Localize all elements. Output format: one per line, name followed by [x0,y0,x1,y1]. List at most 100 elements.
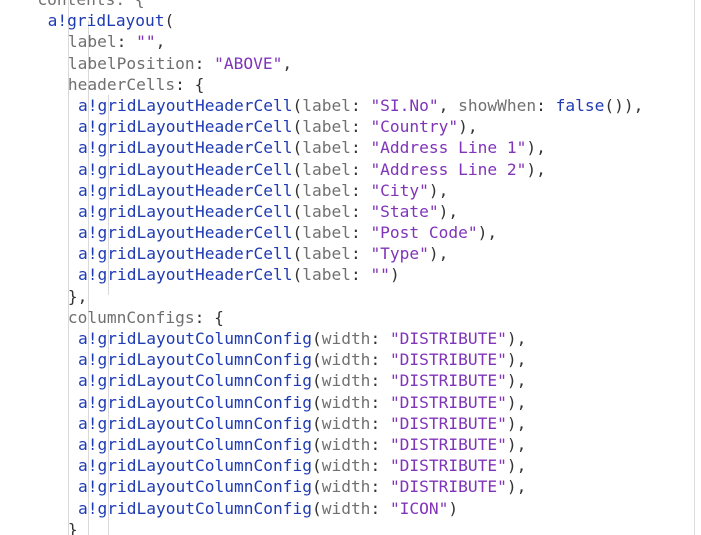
code-token: : { [194,307,224,327]
code-token: ), [526,138,546,158]
code-token: "Country" [370,117,459,137]
code-token: ( [292,265,303,285]
code-token: ( [311,392,322,412]
code-token: ( [311,329,322,348]
code-line[interactable]: a!gridLayoutColumnConfig(width: "DISTRIB… [0,413,643,434]
code-token: "DISTRIBUTE" [389,371,507,391]
code-token: ( [292,95,303,115]
code-token: , [282,53,293,73]
code-token: ), [506,413,527,433]
code-token: label [302,159,351,179]
code-line[interactable]: headerCells: { [0,74,643,95]
code-token: ( [311,477,322,497]
code-token: ), [506,350,527,370]
code-line[interactable]: a!gridLayoutHeaderCell(label: "") [0,264,643,285]
code-line[interactable]: a!gridLayoutHeaderCell(label: "City"), [0,180,643,201]
code-line[interactable]: a!gridLayoutHeaderCell(label: "Country")… [0,116,643,137]
code-line[interactable]: } [0,519,643,535]
code-line[interactable]: a!gridLayoutColumnConfig(width: "DISTRIB… [0,455,643,476]
code-token: "Post Code" [370,223,478,243]
code-token: ), [506,392,527,412]
code-line[interactable]: a!gridLayout( [0,10,643,31]
indent-guide [68,0,69,535]
code-line[interactable]: a!gridLayoutColumnConfig(width: "DISTRIB… [0,349,643,370]
code-line[interactable]: a!gridLayoutHeaderCell(label: "Post Code… [0,222,643,243]
code-token: width [321,329,371,348]
code-line[interactable]: label: "", [0,31,643,52]
code-token: : [350,201,371,221]
code-line[interactable]: }, [0,286,643,307]
code-token: ) [448,498,459,518]
code-token: label [302,180,351,200]
code-line[interactable]: a!gridLayoutColumnConfig(width: "ICON") [0,498,643,519]
code-line[interactable]: a!gridLayoutHeaderCell(label: "Address L… [0,159,643,180]
code-token: width [321,392,371,412]
code-line[interactable]: a!gridLayoutHeaderCell(label: "Type"), [0,243,643,264]
code-token: : [536,95,556,115]
code-token: ), [506,434,527,454]
code-token: "" [370,265,390,285]
code-token: width [321,371,371,391]
code-token: "DISTRIBUTE" [389,434,507,454]
code-token: : [350,244,371,264]
code-token: ), [438,201,459,221]
code-token: ), [428,180,449,200]
code-line[interactable]: a!gridLayoutHeaderCell(label: "State"), [0,201,643,222]
code-token: : [350,223,371,243]
code-token: label [302,117,351,137]
code-token: ( [292,244,303,264]
code-token: "ICON" [389,498,449,518]
indent-guide [108,95,109,295]
code-token: ), [506,371,527,391]
code-token: a!gridLayoutHeaderCell [78,265,293,285]
code-token: : [350,95,371,115]
code-line[interactable]: contents: { [0,0,643,10]
code-token: "SI.No" [370,95,439,115]
code-token: : [370,456,390,476]
code-token: : [370,392,390,412]
code-token: a!gridLayoutColumnConfig [78,350,312,370]
code-token: a!gridLayoutColumnConfig [78,329,312,348]
code-token: ), [506,477,527,497]
code-line[interactable]: a!gridLayoutHeaderCell(label: "SI.No", s… [0,95,643,116]
code-token: ), [506,329,527,348]
code-token: headerCells [67,74,176,94]
code-line[interactable]: a!gridLayoutColumnConfig(width: "DISTRIB… [0,434,643,455]
code-token: "DISTRIBUTE" [389,413,507,433]
code-token: ( [292,223,303,243]
code-token: ( [292,117,303,137]
code-token: ), [506,456,527,476]
code-line[interactable]: a!gridLayoutColumnConfig(width: "DISTRIB… [0,476,643,497]
code-token: a!gridLayoutColumnConfig [78,434,312,454]
code-line[interactable]: a!gridLayoutColumnConfig(width: "DISTRIB… [0,328,643,349]
code-token: "DISTRIBUTE" [389,477,507,497]
code-token: ), [526,159,546,179]
code-token: "DISTRIBUTE" [389,392,507,412]
code-token: a!gridLayoutHeaderCell [78,244,293,264]
code-token: : [370,498,390,518]
code-token: a!gridLayoutColumnConfig [78,371,312,391]
code-token: label [302,265,351,285]
code-line[interactable]: labelPosition: "ABOVE", [0,53,643,74]
code-token: : [370,371,390,391]
code-token: ), [477,223,498,243]
code-token: a!gridLayoutHeaderCell [78,117,293,137]
code-token: a!gridLayoutHeaderCell [78,201,293,221]
code-token: a!gridLayoutColumnConfig [78,456,312,476]
code-token: : [116,32,137,52]
code-token: contents: { [37,0,144,9]
code-token: a!gridLayoutHeaderCell [78,159,293,179]
code-token: ( [311,371,322,391]
indent-guide [108,330,109,535]
code-token: ()), [604,95,644,115]
code-line[interactable]: a!gridLayoutColumnConfig(width: "DISTRIB… [0,370,643,391]
code-token: : [350,117,371,137]
code-token: label [302,138,351,158]
code-line[interactable]: a!gridLayoutColumnConfig(width: "DISTRIB… [0,392,643,413]
code-line[interactable]: columnConfigs: { [0,307,643,328]
code-token: : [350,265,371,285]
code-line[interactable]: a!gridLayoutHeaderCell(label: "Address L… [0,137,643,158]
vertical-scrollbar[interactable] [694,0,701,535]
code-token: : [370,434,390,454]
